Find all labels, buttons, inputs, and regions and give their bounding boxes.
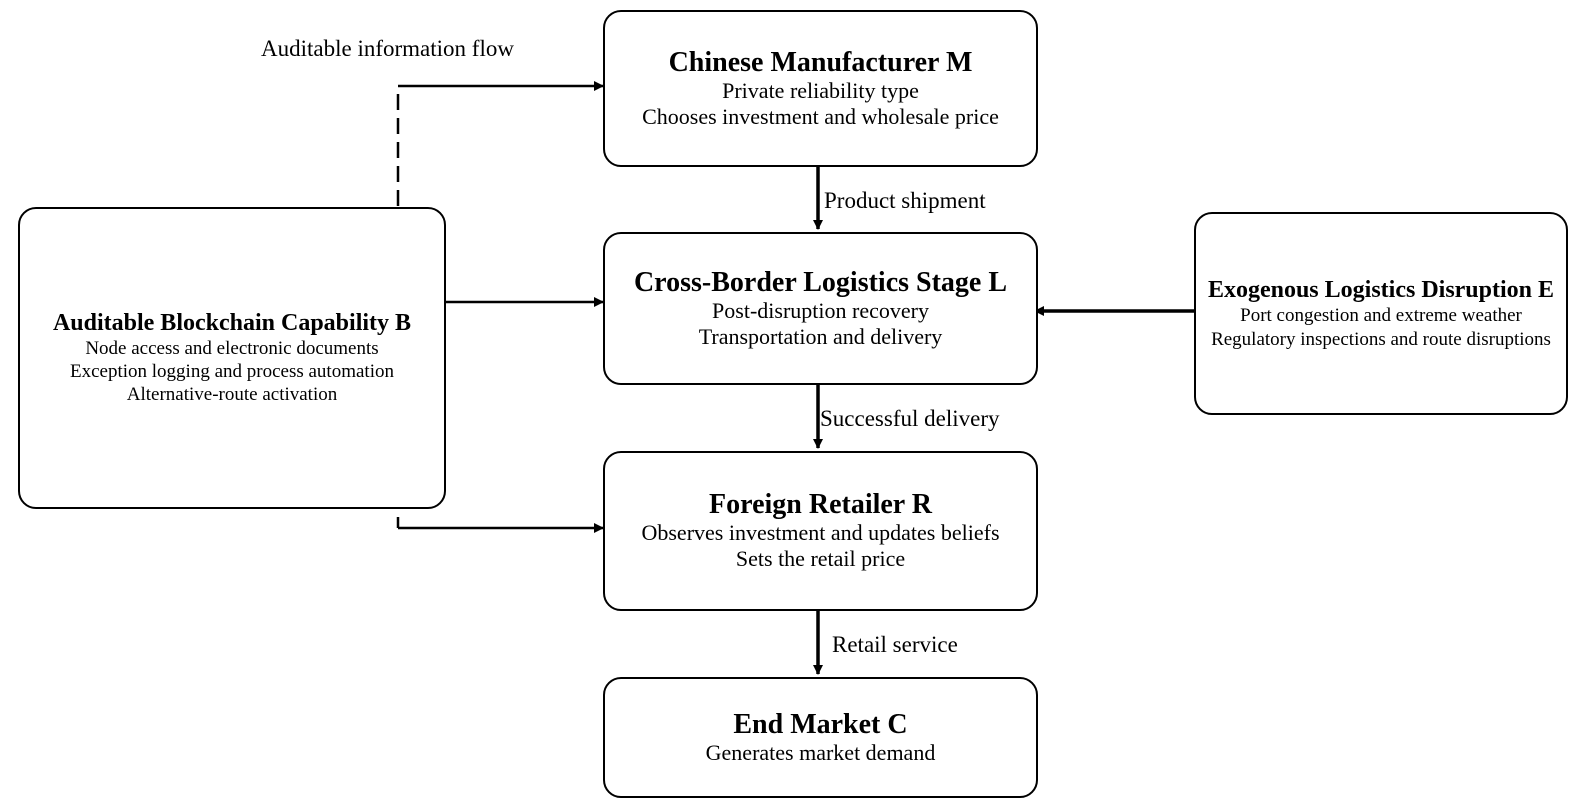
market-title: End Market C [733,708,908,740]
node-blockchain: Auditable Blockchain Capability B Node a… [18,207,446,509]
blockchain-line: Alternative-route activation [126,384,338,405]
label-successful-delivery: Successful delivery [820,406,1000,431]
retailer-line: Observes investment and updates beliefs [641,520,1000,545]
market-line: Generates market demand [705,739,936,765]
node-retailer: Foreign Retailer R Observes investment a… [603,451,1038,611]
node-manufacturer: Chinese Manufacturer M Private reliabili… [603,10,1038,167]
manufacturer-line: Chooses investment and wholesale price [642,103,999,129]
node-disruption: Exogenous Logistics Disruption E Port co… [1194,212,1568,415]
label-product-shipment: Product shipment [824,188,986,213]
logistics-line: Transportation and delivery [698,323,943,349]
node-logistics: Cross-Border Logistics Stage L Post-disr… [603,232,1038,385]
disruption-line: Port congestion and extreme weather [1240,305,1522,326]
logistics-title: Cross-Border Logistics Stage L [633,266,1008,298]
blockchain-title: Auditable Blockchain Capability B [52,310,412,336]
blockchain-line: Exception logging and process automation [70,361,394,382]
label-retail-service: Retail service [832,632,958,657]
node-market: End Market C Generates market demand [603,677,1038,798]
logistics-line: Post-disruption recovery [712,297,929,323]
disruption-title: Exogenous Logistics Disruption E [1207,277,1555,303]
disruption-line: Regulatory inspections and route disrupt… [1211,329,1551,350]
blockchain-line: Node access and electronic documents [85,338,379,359]
retailer-title: Foreign Retailer R [709,489,932,520]
manufacturer-title: Chinese Manufacturer M [668,46,973,78]
manufacturer-line: Private reliability type [722,77,919,103]
retailer-line: Sets the retail price [735,546,906,571]
label-information-flow: Auditable information flow [261,36,514,61]
